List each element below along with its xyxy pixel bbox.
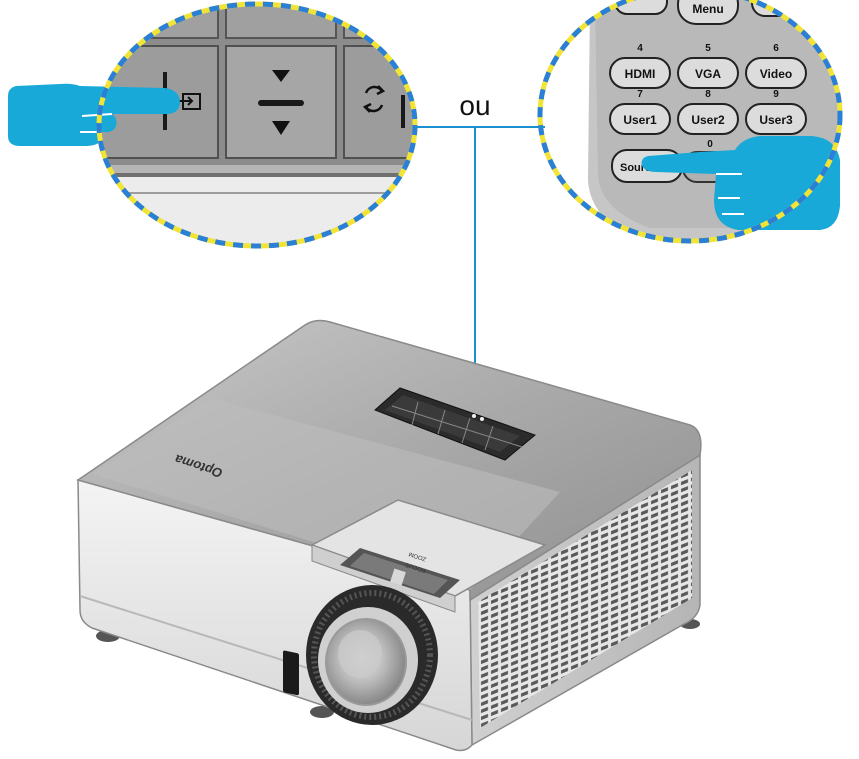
remote-key-number: 5 (705, 43, 711, 54)
resync-icon (362, 85, 386, 113)
remote-key-number: 4 (637, 43, 643, 54)
remote-key-user2[interactable] (677, 103, 739, 135)
remote-key-label: HDMI (625, 67, 656, 81)
hand-pointer-icon (8, 83, 180, 146)
keypad-callout (8, 1, 418, 249)
remote-key-number: 8 (705, 89, 711, 100)
remote-key-number: 7 (637, 89, 643, 100)
remote-key-vga[interactable] (677, 57, 739, 89)
remote-key-label: User2 (691, 113, 725, 127)
remote-key-label: User3 (759, 113, 793, 127)
remote-key-number: 9 (773, 89, 779, 100)
projector-keypad (374, 387, 536, 461)
projector: Optoma ZOOM FOCUS (76, 319, 702, 752)
zoom-label: ZOOM (408, 550, 427, 561)
arrow-down-icon (272, 121, 290, 135)
remote-key-label: User1 (623, 113, 657, 127)
arrow-up-icon (272, 70, 290, 82)
source-icon (178, 93, 201, 110)
remote-key-hdmi[interactable] (609, 57, 671, 89)
remote-key-video[interactable] (745, 57, 807, 89)
remote-key-label: Video (760, 67, 792, 81)
remote-key-user3[interactable] (745, 103, 807, 135)
projector-lens (306, 585, 438, 725)
remote-key-user1[interactable] (609, 103, 671, 135)
menu-key-label: Menu (692, 2, 723, 16)
connector-label: ou (459, 90, 490, 121)
remote-key-number: 6 (773, 43, 779, 54)
key-zero-label: 0 (707, 139, 713, 150)
remote-key-label: VGA (695, 67, 721, 81)
